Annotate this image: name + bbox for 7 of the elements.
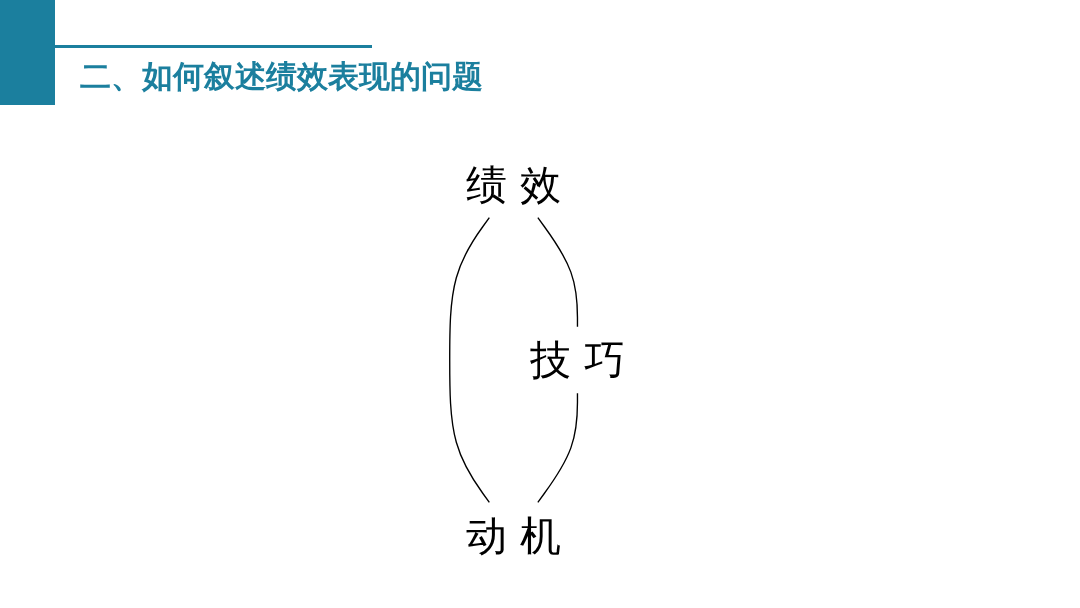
- concept-label: 动 机: [466, 511, 561, 560]
- connector-line: [537, 216, 579, 328]
- slide-title: 二、如何叙述绩效表现的问题: [80, 57, 483, 96]
- concept-label: 绩 效: [466, 160, 561, 209]
- connector-line: [537, 392, 579, 504]
- concept-label: 技 巧: [530, 336, 625, 384]
- connector-line: [449, 216, 490, 504]
